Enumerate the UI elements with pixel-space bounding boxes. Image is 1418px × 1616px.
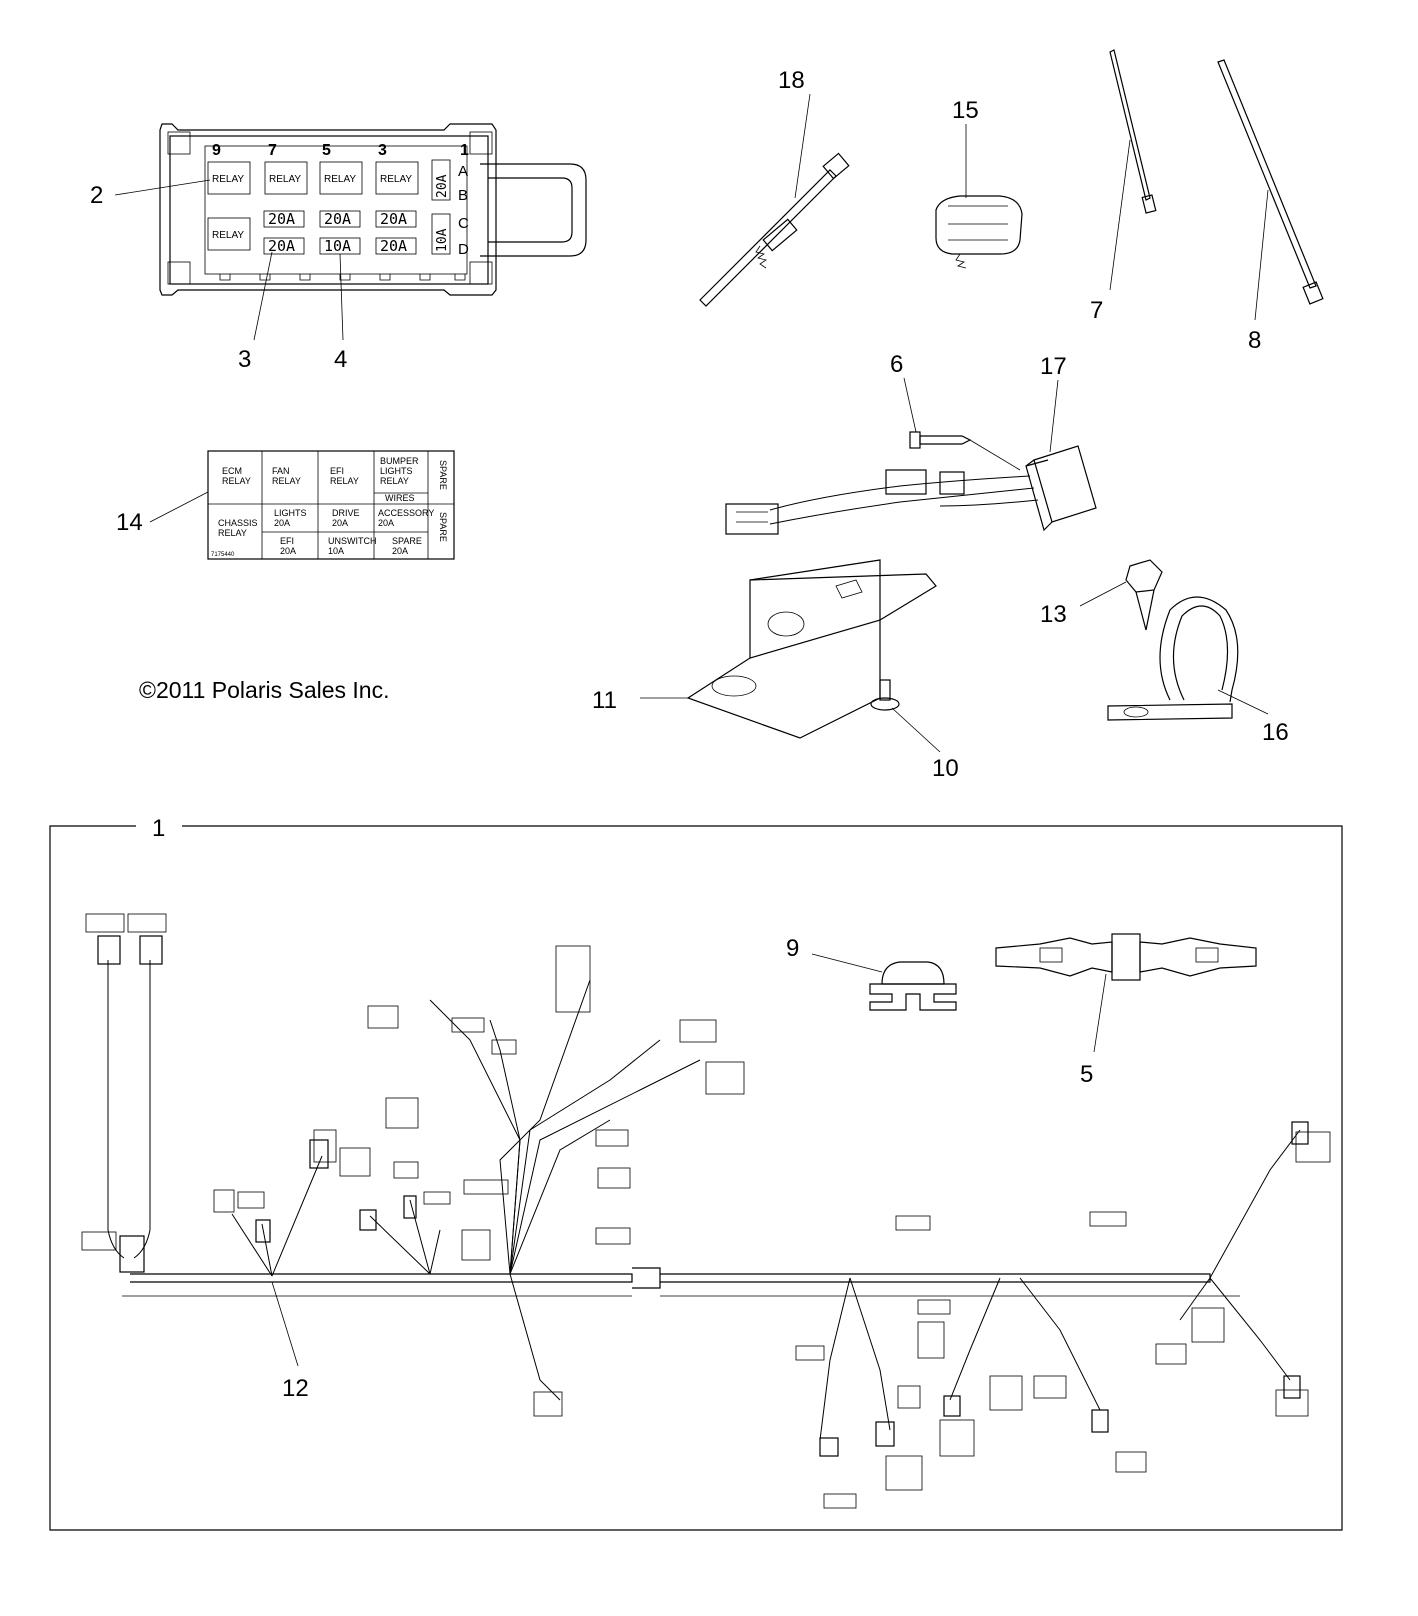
callout-16: 16 bbox=[1262, 719, 1289, 746]
label-wires: WIRES bbox=[385, 493, 415, 503]
relay-label: RELAY bbox=[380, 174, 412, 185]
relay-label: RELAY bbox=[324, 174, 356, 185]
mounting-bracket bbox=[686, 559, 937, 739]
callout-15: 15 bbox=[952, 97, 979, 124]
callout-4: 4 bbox=[334, 346, 347, 373]
callout-12: 12 bbox=[282, 1375, 309, 1402]
connector-clip bbox=[935, 195, 1023, 269]
callout-6: 6 bbox=[890, 351, 903, 378]
bolt bbox=[1125, 559, 1163, 631]
callout-10: 10 bbox=[932, 755, 959, 782]
fuse-box-col-5: 5 bbox=[322, 142, 331, 159]
fuse-box-row-b: B bbox=[458, 187, 468, 204]
fuse-box-col-3: 3 bbox=[378, 142, 387, 159]
harness-frame bbox=[49, 825, 1343, 1531]
fuse-c2: 20A bbox=[324, 210, 351, 228]
fuse-box: 9 7 5 3 1 A B C D RELAY RELAY RELAY RELA… bbox=[159, 123, 587, 296]
fuse-box-row-c: C bbox=[458, 215, 469, 232]
callout-11: 11 bbox=[592, 687, 617, 714]
cable-tie-short bbox=[1109, 49, 1157, 214]
fuse-box-row-d: D bbox=[458, 241, 469, 258]
callout-2: 2 bbox=[90, 182, 103, 209]
cable-tie-long bbox=[1217, 59, 1324, 305]
relay-label: RELAY bbox=[212, 230, 244, 241]
fuse-d2: 10A bbox=[324, 237, 351, 255]
fuse-box-col-9: 9 bbox=[212, 142, 221, 159]
label-part-number: 7175440 bbox=[211, 552, 235, 558]
cable-tie-mount bbox=[699, 152, 850, 307]
side-fuse-top: 20A bbox=[435, 174, 450, 198]
inline-fuse-holder bbox=[995, 933, 1257, 981]
relay-label: RELAY bbox=[212, 174, 244, 185]
callout-3: 3 bbox=[238, 346, 251, 373]
relay-label: RELAY bbox=[269, 174, 301, 185]
mini-fuse bbox=[869, 961, 957, 1011]
fuse-box-col-7: 7 bbox=[268, 142, 277, 159]
callout-17: 17 bbox=[1040, 353, 1067, 380]
callout-1: 1 bbox=[152, 815, 165, 842]
callout-9: 9 bbox=[786, 935, 799, 962]
fuse-c3: 20A bbox=[380, 210, 407, 228]
callout-18: 18 bbox=[778, 67, 805, 94]
fuse-box-col-1: 1 bbox=[460, 142, 469, 159]
copyright-text: ©2011 Polaris Sales Inc. bbox=[139, 677, 389, 703]
main-wiring-harness bbox=[81, 913, 1331, 1509]
callout-7: 7 bbox=[1090, 297, 1103, 324]
callout-14: 14 bbox=[116, 509, 143, 536]
fuse-box-row-a: A bbox=[458, 163, 468, 180]
p-clamp bbox=[1107, 596, 1239, 721]
callout-5: 5 bbox=[1080, 1061, 1093, 1088]
push-rivet bbox=[870, 679, 900, 711]
screw bbox=[909, 431, 972, 449]
callout-8: 8 bbox=[1248, 327, 1261, 354]
fuse-d3: 20A bbox=[380, 237, 407, 255]
label-spare-top: SPARE bbox=[438, 460, 448, 490]
callout-13: 13 bbox=[1040, 601, 1067, 628]
relay-harness bbox=[725, 439, 1097, 535]
fuse-c1: 20A bbox=[268, 210, 295, 228]
label-spare-bottom: SPARE bbox=[438, 512, 448, 542]
side-fuse-bottom: 10A bbox=[435, 228, 450, 252]
fuse-d1: 20A bbox=[268, 237, 295, 255]
